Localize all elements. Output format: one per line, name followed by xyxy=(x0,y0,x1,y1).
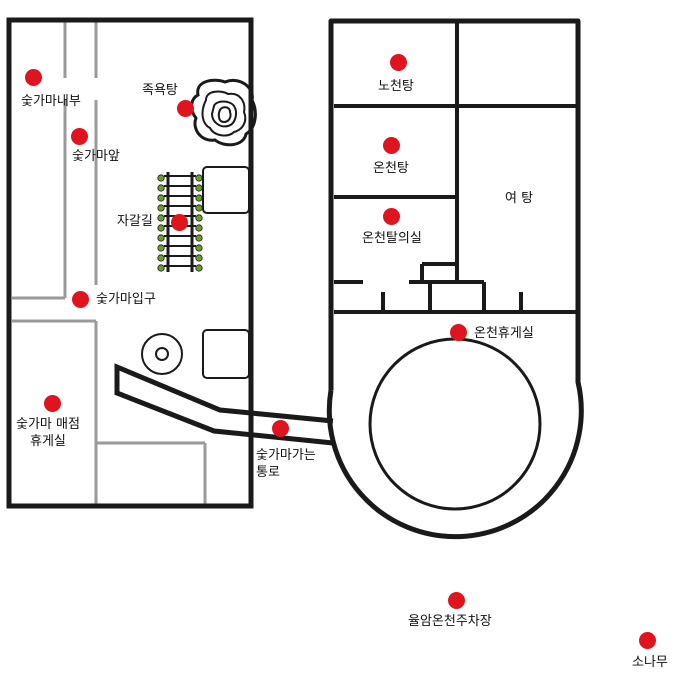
marker-sutgama-passage[interactable] xyxy=(272,420,289,437)
track-leaf xyxy=(195,184,203,192)
marker-gravel-path[interactable] xyxy=(171,214,188,231)
round-hall xyxy=(368,337,542,511)
track-leaf xyxy=(157,204,165,212)
track-leaf xyxy=(195,204,203,212)
track-leaf xyxy=(157,214,165,222)
label-womens-bath: 여 탕 xyxy=(505,191,534,206)
right-building-outer-wall xyxy=(326,18,584,540)
marker-hot-spring-lounge[interactable] xyxy=(450,324,467,341)
label-hot-spring-bath: 온천탕 xyxy=(373,161,409,176)
label-open-air-bath: 노천탕 xyxy=(378,79,414,94)
track-leaf xyxy=(157,254,165,262)
track-leaf xyxy=(157,194,165,202)
track-leaf xyxy=(195,234,203,242)
marker-sutgama-entrance[interactable] xyxy=(72,291,89,308)
marker-sutgama-shop-lounge[interactable] xyxy=(44,395,61,412)
label-sutgama-front: 숯가마앞 xyxy=(72,149,120,164)
footbath-pool xyxy=(190,78,257,147)
passage-corridor xyxy=(114,363,334,446)
track-leaf xyxy=(195,214,203,222)
marker-changing-room[interactable] xyxy=(383,208,400,225)
marker-sutgama-inside[interactable] xyxy=(25,69,42,86)
label-sutgama-passage: 숯가마가는 통로 xyxy=(256,448,316,480)
label-hot-spring-lounge: 온천휴게실 xyxy=(474,326,534,341)
track-leaf xyxy=(157,174,165,182)
marker-sutgama-front[interactable] xyxy=(71,128,88,145)
track-leaf xyxy=(157,234,165,242)
label-changing-room: 온천탈의실 xyxy=(362,231,422,246)
gravel-path-track xyxy=(157,172,203,272)
track-leaf xyxy=(157,264,165,272)
marker-footbath[interactable] xyxy=(177,100,194,117)
track-leaf xyxy=(157,184,165,192)
marker-pine-tree[interactable] xyxy=(639,632,656,649)
left-building-inner-walls xyxy=(12,22,207,505)
marker-hot-spring-bath[interactable] xyxy=(383,137,400,154)
round-well xyxy=(141,333,183,375)
label-pine-tree: 소나무 xyxy=(632,655,668,670)
track-leaf xyxy=(157,244,165,252)
track-leaf xyxy=(195,194,203,202)
left-building-outer-wall xyxy=(6,17,254,509)
right-building-inner-walls xyxy=(334,22,578,314)
label-sutgama-shop-lounge: 숯가마 매점 휴게실 xyxy=(16,417,80,449)
marker-parking[interactable] xyxy=(448,592,465,609)
track-leaf xyxy=(195,264,203,272)
left-building-fixtures xyxy=(202,166,250,379)
track-leaf xyxy=(195,254,203,262)
label-sutgama-entrance: 숯가마입구 xyxy=(96,292,156,307)
track-leaf xyxy=(157,224,165,232)
label-footbath: 족욕탕 xyxy=(142,83,178,98)
track-leaf xyxy=(195,244,203,252)
track-leaf xyxy=(195,174,203,182)
track-leaf xyxy=(195,224,203,232)
label-gravel-path: 자갈길 xyxy=(117,214,153,229)
marker-open-air-bath[interactable] xyxy=(390,54,407,71)
label-parking: 율암온천주차장 xyxy=(408,614,492,629)
label-sutgama-inside: 숯가마내부 xyxy=(21,94,81,109)
